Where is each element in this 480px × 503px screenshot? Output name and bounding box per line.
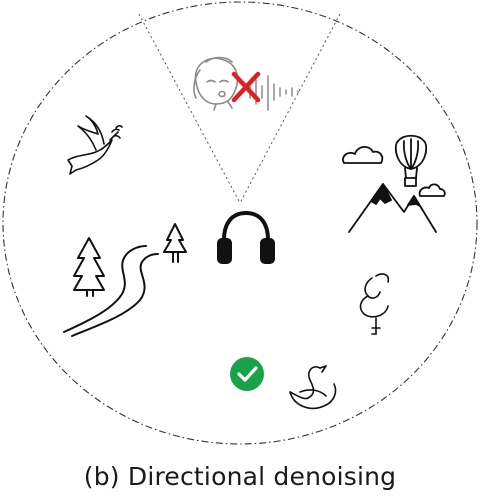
suppression-cone	[138, 13, 341, 204]
green-check-icon	[230, 357, 264, 391]
red-x-icon	[231, 71, 261, 103]
mountain-balloon-icon	[342, 134, 446, 233]
listening-range-boundary	[2, 1, 478, 445]
talking-person-icon	[193, 56, 239, 111]
forest-river-icon	[63, 223, 187, 337]
flamingo-icon	[359, 273, 390, 335]
headphones-icon	[217, 210, 275, 264]
swan-icon	[289, 365, 337, 410]
sound-wave-icon	[249, 75, 299, 111]
figure-caption: (b) Directional denoising	[83, 462, 397, 491]
dove-icon	[67, 115, 123, 175]
